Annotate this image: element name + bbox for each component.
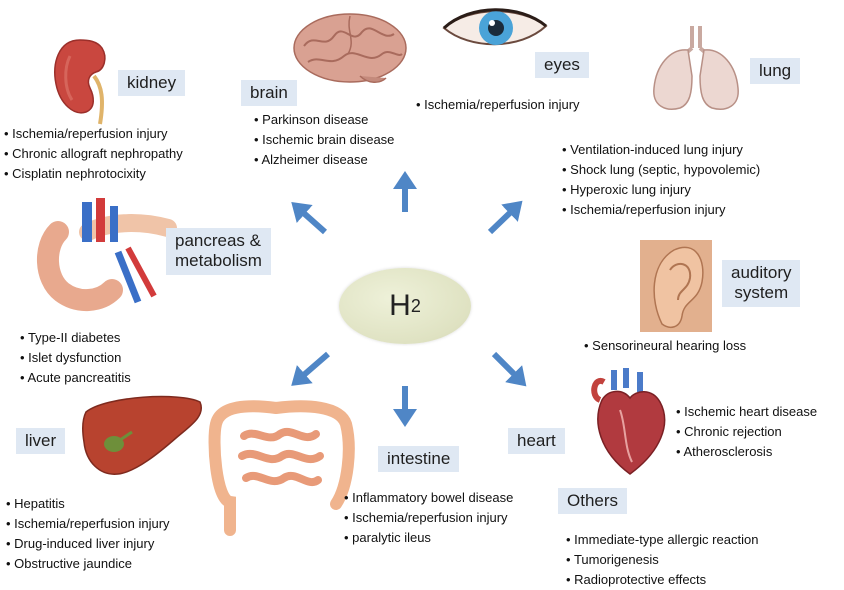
list-item: Hyperoxic lung injury — [562, 180, 760, 200]
list-item: Alzheimer disease — [254, 150, 394, 170]
list-item: Obstructive jaundice — [6, 554, 170, 574]
list-item: Hepatitis — [6, 494, 170, 514]
pancreas-illustration — [36, 198, 177, 311]
arrow-up-left — [291, 202, 327, 235]
ear-illustration — [640, 240, 712, 332]
liver-disease-list: Hepatitis Ischemia/reperfusion injury Dr… — [6, 494, 170, 574]
liver-illustration — [81, 395, 203, 475]
intestine-illustration — [208, 400, 355, 536]
others-label: Others — [558, 488, 628, 515]
list-item: Shock lung (septic, hypovolemic) — [562, 160, 760, 180]
pancreas-label: pancreas & metabolism — [166, 228, 271, 275]
list-item: Ischemia/reperfusion injury — [562, 200, 760, 220]
list-item: Parkinson disease — [254, 110, 394, 130]
lung-illustration — [653, 26, 739, 110]
auditory-label-line1: auditory — [731, 263, 792, 282]
eyes-label: eyes — [535, 52, 589, 79]
list-item: Sensorineural hearing loss — [584, 336, 746, 356]
kidney-illustration — [54, 39, 106, 125]
heart-illustration — [591, 368, 666, 475]
list-item: Immediate-type allergic reaction — [566, 530, 758, 550]
eye-illustration — [442, 8, 548, 46]
list-item: Chronic rejection — [676, 422, 817, 442]
list-item: Ventilation-induced lung injury — [562, 140, 760, 160]
list-item: Islet dysfunction — [20, 348, 131, 368]
list-item: Tumorigenesis — [566, 550, 758, 570]
auditory-label: auditory system — [722, 260, 801, 307]
list-item: Chronic allograft nephropathy — [4, 144, 183, 164]
intestine-label: intestine — [378, 446, 460, 473]
liver-label: liver — [16, 428, 66, 455]
auditory-disease-list: Sensorineural hearing loss — [584, 336, 746, 356]
center-subscript: 2 — [410, 295, 421, 316]
eyes-disease-list: Ischemia/reperfusion injury — [416, 95, 579, 115]
list-item: Type-II diabetes — [20, 328, 131, 348]
pancreas-disease-list: Type-II diabetes Islet dysfunction Acute… — [20, 328, 131, 388]
list-item: Atherosclerosis — [676, 442, 817, 462]
brain-disease-list: Parkinson disease Ischemic brain disease… — [254, 110, 394, 170]
brain-label: brain — [241, 80, 297, 107]
list-item: Radioprotective effects — [566, 570, 758, 590]
list-item: Drug-induced liver injury — [6, 534, 170, 554]
list-item: Ischemic brain disease — [254, 130, 394, 150]
lung-disease-list: Ventilation-induced lung injury Shock lu… — [562, 140, 760, 220]
lung-label: lung — [750, 58, 801, 85]
list-item: Cisplatin nephrotocixity — [4, 164, 183, 184]
list-item: Ischemia/reperfusion injury — [344, 508, 513, 528]
list-item: Inflammatory bowel disease — [344, 488, 513, 508]
pancreas-label-line2: metabolism — [175, 251, 262, 271]
arrow-down-right — [491, 351, 527, 387]
arrow-up-right — [487, 200, 523, 235]
list-item: Ischemic heart disease — [676, 402, 817, 422]
list-item: Ischemia/reperfusion injury — [416, 95, 579, 115]
brain-illustration — [293, 13, 407, 83]
kidney-disease-list: Ischemia/reperfusion injury Chronic allo… — [4, 124, 183, 184]
pancreas-label-line1: pancreas & — [175, 231, 261, 250]
others-list: Immediate-type allergic reaction Tumorig… — [566, 530, 758, 590]
heart-label: heart — [508, 428, 565, 455]
arrow-down-left — [291, 351, 330, 386]
center-symbol: H — [389, 289, 411, 322]
kidney-label: kidney — [118, 70, 186, 97]
list-item: Ischemia/reperfusion injury — [4, 124, 183, 144]
heart-disease-list: Ischemic heart disease Chronic rejection… — [676, 402, 817, 462]
list-item: Ischemia/reperfusion injury — [6, 514, 169, 534]
intestine-disease-list: Inflammatory bowel disease Ischemia/repe… — [344, 488, 513, 548]
list-item: paralytic ileus — [344, 528, 513, 548]
auditory-label-line2: system — [734, 283, 789, 303]
list-item: Acute pancreatitis — [20, 368, 130, 388]
